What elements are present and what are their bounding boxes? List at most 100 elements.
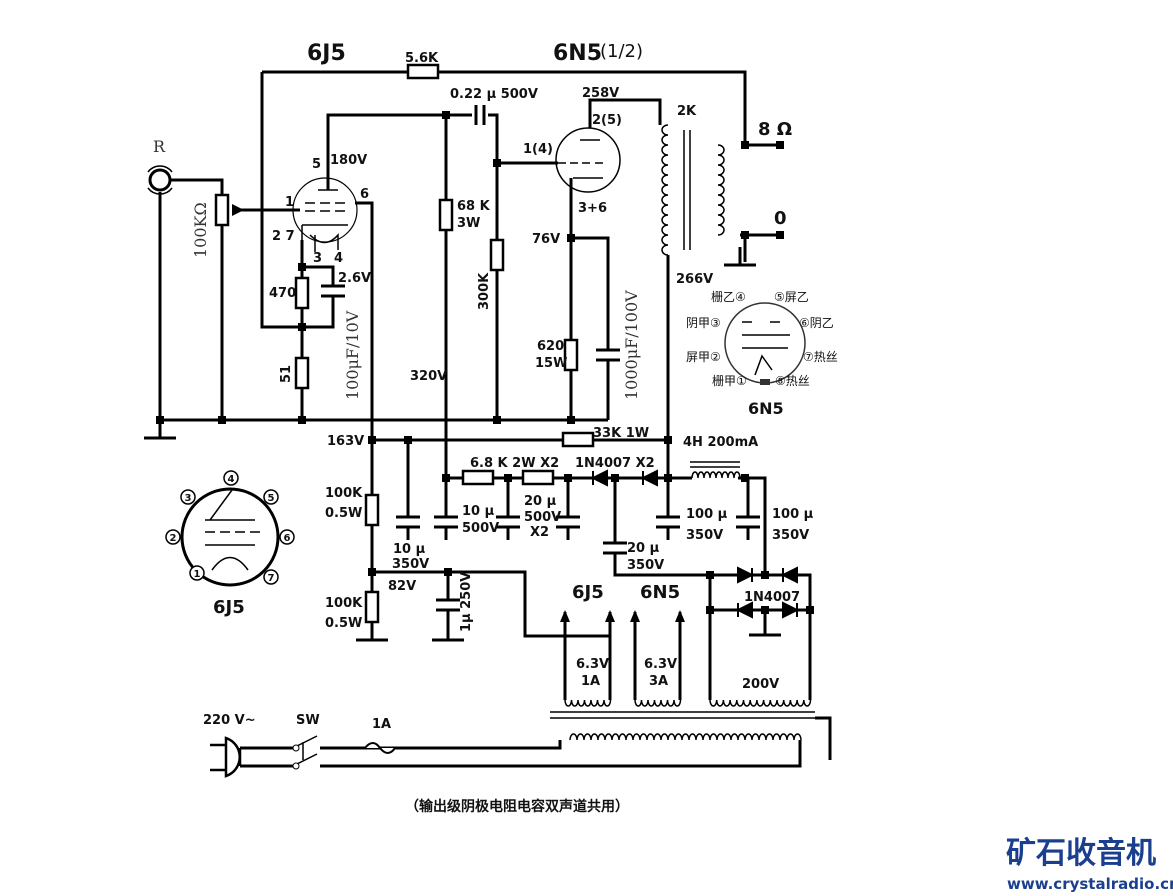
r-6-8k-2-resistor (521, 469, 555, 486)
label-c10b-b: 350V (392, 557, 429, 572)
label-pin-3-6: 3+6 (578, 201, 607, 216)
junction-node (564, 474, 572, 482)
label-pin-2-5: 2(5) (592, 113, 622, 128)
label-c10b-a: 10 μ (393, 542, 426, 557)
junction-node (218, 416, 226, 424)
base-6n5-pin7: ⑦热丝 (803, 350, 838, 364)
choke-coil (691, 471, 741, 479)
junction-node (664, 436, 672, 444)
r-470-resistor (294, 276, 310, 310)
label-heater-6j5: 6J5 (572, 582, 604, 603)
r-100k-1-resistor (364, 493, 380, 527)
r-300k-resistor (489, 238, 505, 272)
label-620: 620 (537, 339, 564, 354)
c-100u-a-capacitor (656, 515, 680, 529)
ground-icon (144, 420, 176, 440)
label-320v: 320V (410, 369, 447, 384)
junction-node (567, 416, 575, 424)
label-pin3: 3 (313, 251, 322, 266)
r-620-resistor (563, 338, 579, 372)
label-pin1: 1 (285, 195, 294, 210)
c-20u-b-capacitor (556, 515, 580, 529)
output-transformer-secondary (717, 144, 725, 236)
junction-node (493, 416, 501, 424)
bridge-diode-4 (782, 601, 800, 619)
label-180v: 180V (330, 153, 367, 168)
label-470: 470 (269, 286, 296, 301)
base-6n5-electrodes (742, 321, 790, 376)
r-68k-resistor (438, 198, 454, 232)
logo-name: 矿石收音机 (1006, 836, 1156, 871)
label-c20-a: 20 μ (524, 494, 557, 509)
base-6n5-pin8: ⑧热丝 (775, 374, 810, 388)
label-r100k-b: 100K (325, 596, 363, 611)
label-r100k-a: 100K (325, 486, 363, 501)
label-pin5: 5 (312, 157, 321, 172)
junction-node (664, 474, 672, 482)
base-6n5-envelope (724, 302, 806, 384)
label-100uf: 100μF/10V (343, 310, 362, 400)
label-c20b-a: 20 μ (627, 541, 660, 556)
label-r100k-a-w: 0.5W (325, 506, 362, 521)
c-100u-b-capacitor (736, 515, 760, 529)
junction-node (493, 159, 501, 167)
c-1000uf-capacitor (596, 348, 620, 362)
junction-node (706, 571, 714, 579)
base-6j5-pin-number: 1 (194, 569, 201, 580)
junction-node (761, 606, 769, 614)
tube-6n5-envelope (555, 127, 621, 193)
switch-contact (292, 762, 300, 770)
label-heater-6n5: 6N5 (640, 582, 680, 603)
label-300k: 300K (477, 272, 492, 310)
junction-node (368, 436, 376, 444)
c-022-capacitor (474, 105, 486, 125)
base-6j5-pin (223, 470, 239, 486)
label-c100a-b: 350V (686, 528, 723, 543)
label-68k-w: 3W (457, 216, 480, 231)
r-5-6k-resistor (406, 63, 440, 80)
base-6j5-pin-number: 6 (284, 533, 291, 544)
base-6j5-pin-number: 2 (170, 533, 177, 544)
input-jack-icon (148, 168, 172, 192)
label-1000uf: 1000μF/100V (622, 290, 641, 400)
label-6-8k: 6.8 K 2W X2 (470, 456, 559, 471)
ground-icon (432, 622, 464, 642)
label-h2-a: 3A (649, 674, 668, 689)
label-c20b-b: 350V (627, 558, 664, 573)
base-6j5-pin (165, 529, 181, 545)
ground-icon (724, 247, 756, 267)
junction-node (404, 436, 412, 444)
output-terminal-0 (776, 231, 784, 239)
label-pin4: 4 (334, 251, 343, 266)
label-2-6v: 2.6V (338, 271, 371, 286)
r-6-8k-1-resistor (461, 469, 495, 486)
mains-plug-icon (210, 736, 242, 778)
label-c20-c: X2 (530, 525, 549, 540)
caption: （输出级阴极电阻电容双声道共用） (405, 798, 629, 815)
heater-arrow-icon (675, 610, 685, 622)
input-jack-shield (147, 165, 173, 195)
label-8ohm: 8 Ω (758, 119, 792, 140)
power-transformer-core (550, 711, 815, 719)
base-6n5-title: 6N5 (748, 399, 784, 418)
label-r100k-b-w: 0.5W (325, 616, 362, 631)
heater-arrow-icon (605, 610, 615, 622)
junction-node (298, 323, 306, 331)
ground-icon (749, 617, 781, 637)
base-6j5-pin-number: 4 (228, 474, 235, 485)
tube-6j5-electrodes (301, 189, 348, 252)
pot-100k-resistor (214, 193, 230, 227)
tube-title-6n5: 6N5 (553, 41, 602, 66)
label-620-w: 15W (535, 356, 567, 371)
labels: 6J5 6N5 (1/2) 5.6K 0.22 μ 500V 258V 2K 8… (153, 41, 1173, 893)
label-input-r: R (153, 137, 166, 156)
junction-node (741, 231, 749, 239)
base-6j5-pin (279, 529, 295, 545)
junction-node (444, 568, 452, 576)
bridge-diode-3 (735, 601, 753, 619)
hv-winding (709, 699, 812, 707)
c-100uf-capacitor (321, 284, 345, 298)
diode-1 (590, 469, 608, 487)
junction-node (567, 234, 575, 242)
